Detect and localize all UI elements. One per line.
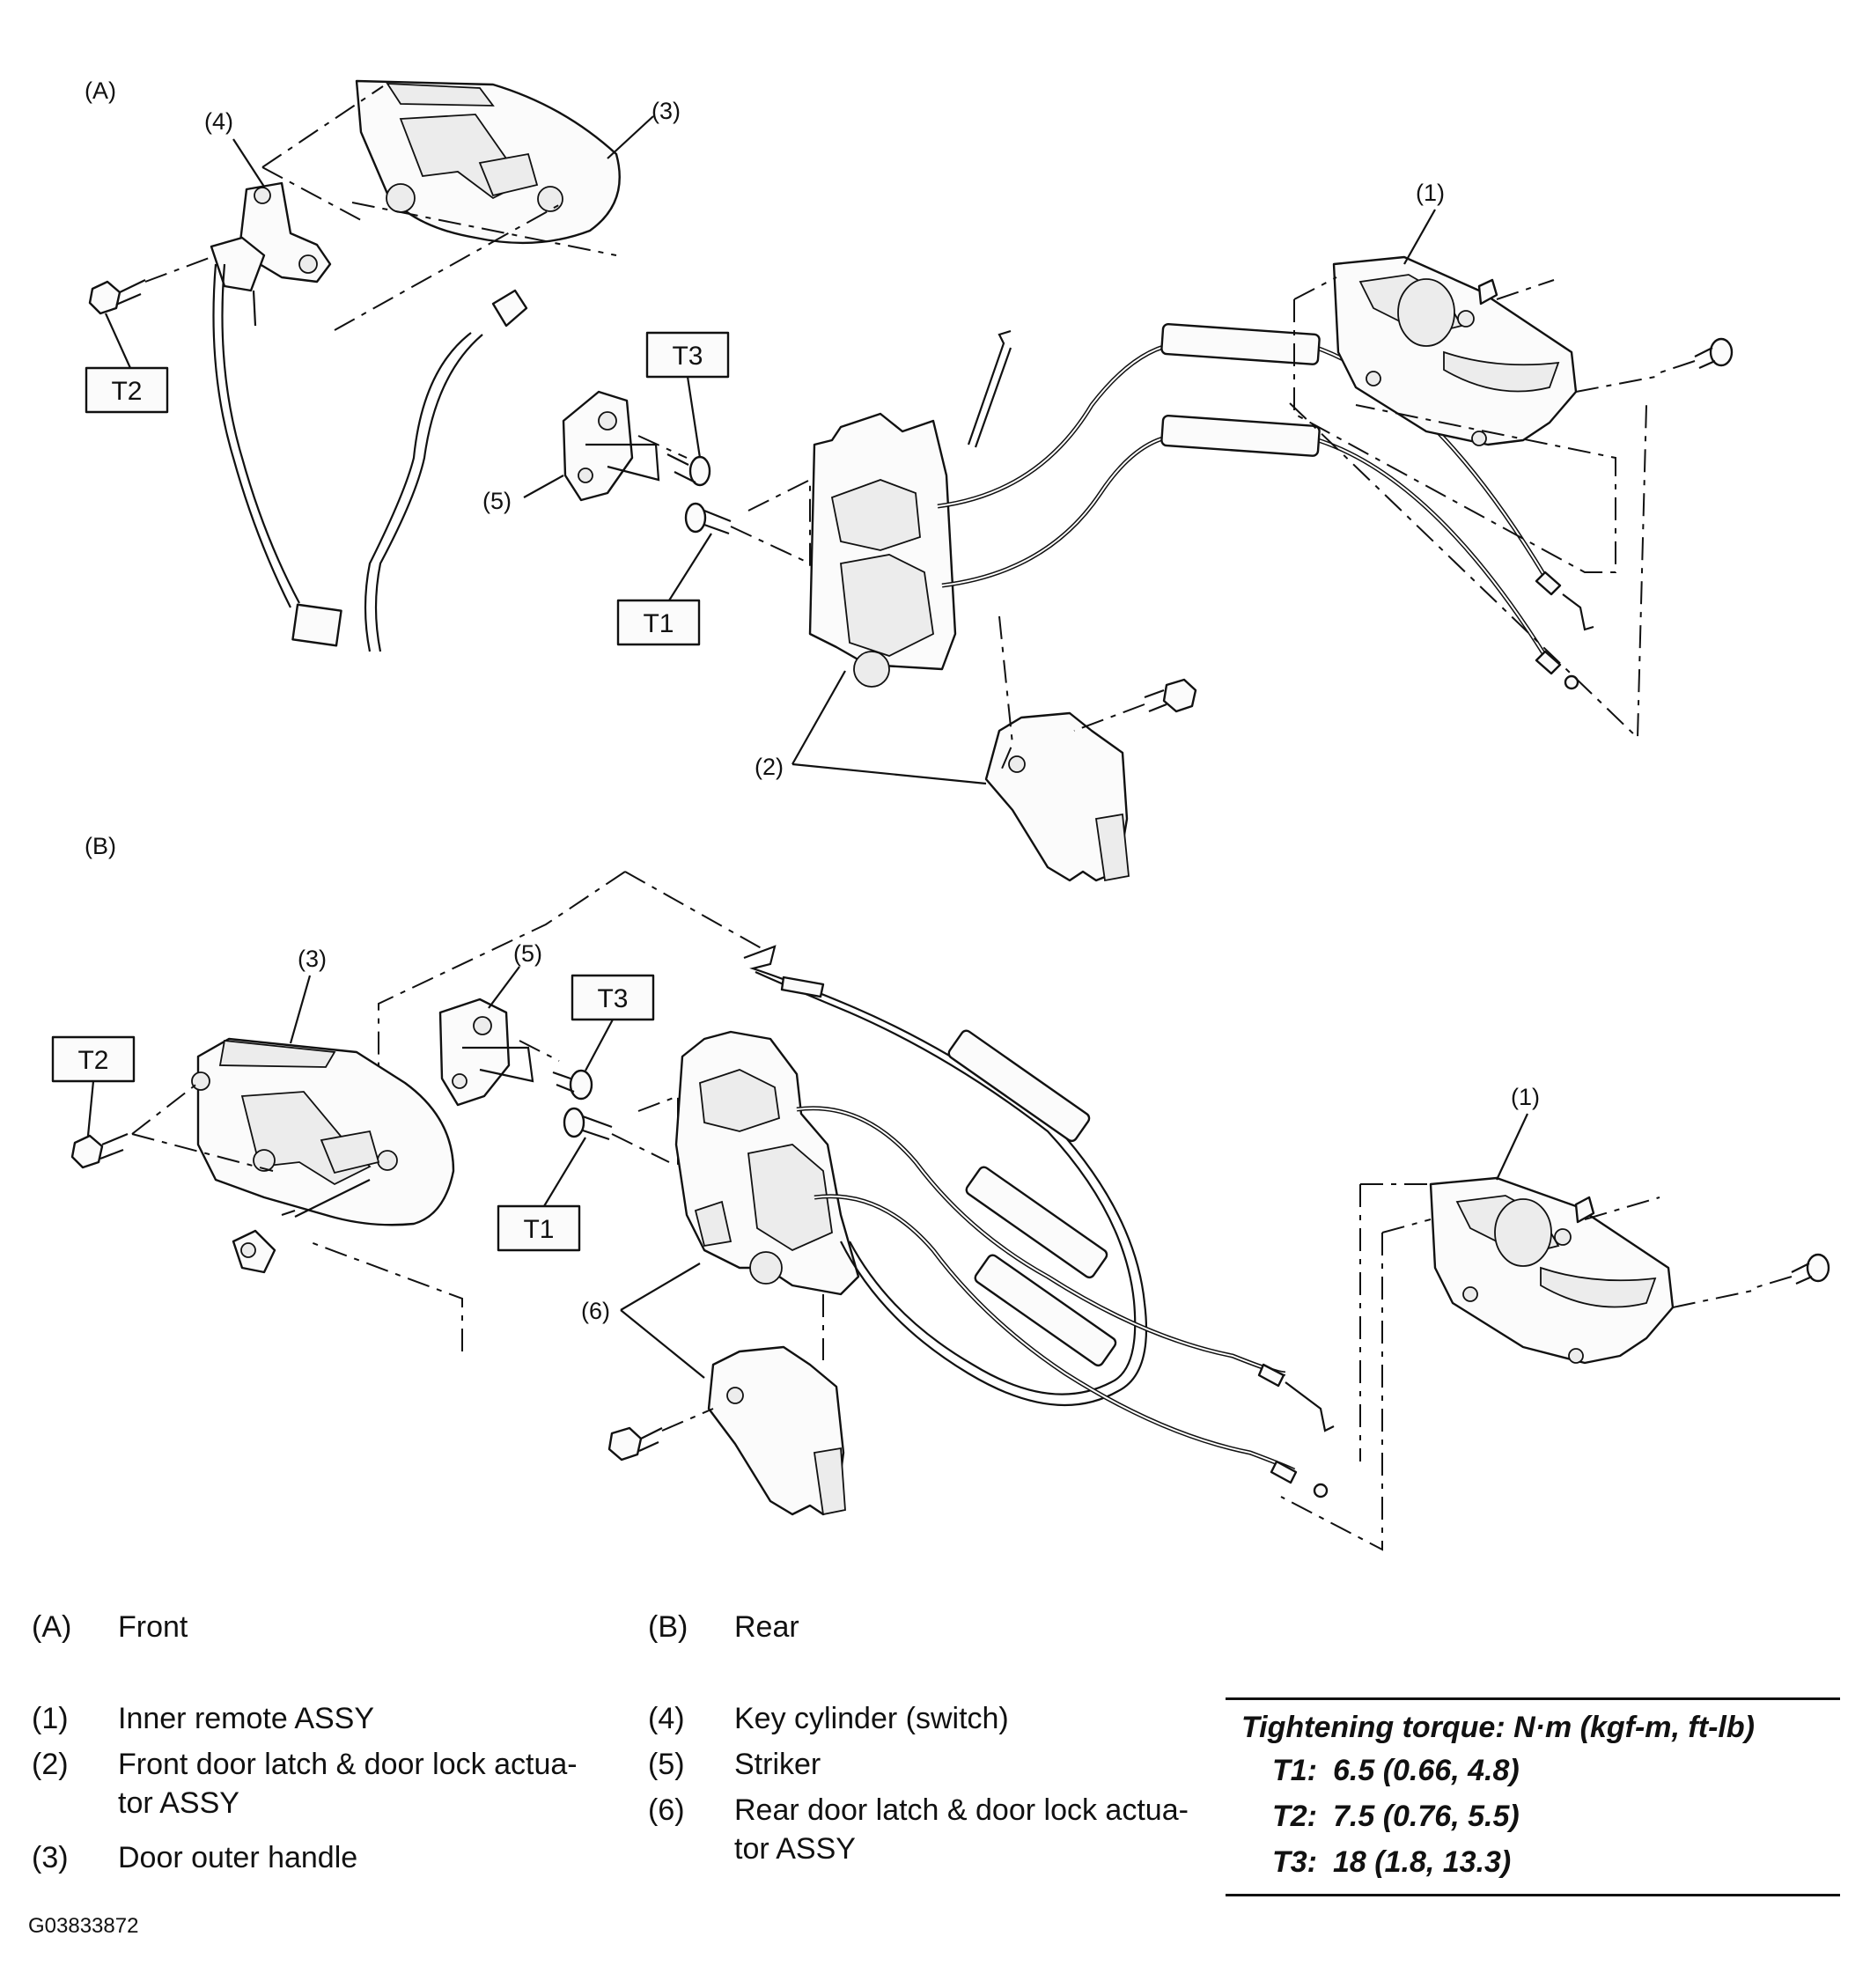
legend-key: (6) xyxy=(648,1793,685,1827)
screw-t3-rear xyxy=(552,1069,593,1101)
rear-door-latch xyxy=(674,1030,860,1296)
cable-sheath-upper-front xyxy=(1160,322,1321,365)
cable-sheath-lower-front xyxy=(1160,414,1321,457)
tag-t2-front-text: T2 xyxy=(111,377,142,406)
inner-remote-rear xyxy=(1429,1176,1675,1365)
tag-t3-front-text: T3 xyxy=(672,342,703,371)
torque-row-t2: T2: 7.5 (0.76, 5.5) xyxy=(1226,1793,1840,1839)
legend-label: Key cylinder (switch) xyxy=(734,1702,1009,1735)
torque-row-t3: T3: 18 (1.8, 13.3) xyxy=(1226,1839,1840,1885)
legend-key: (2) xyxy=(32,1748,69,1781)
callout-1-rear: (1) xyxy=(1511,1084,1540,1110)
bolt-t2-front xyxy=(88,279,146,315)
legend-key: (A) xyxy=(32,1610,72,1644)
exploded-parts-diagram: (A) T2 (4) (3) xyxy=(51,77,1830,1551)
legend-key: (3) xyxy=(32,1841,69,1874)
callout-2-front: (2) xyxy=(755,754,784,780)
tag-t3-rear-text: T3 xyxy=(597,984,628,1013)
legend-key: (B) xyxy=(648,1610,688,1644)
bolt-t2-rear xyxy=(70,1132,129,1169)
torque-value: 18 (1.8, 13.3) xyxy=(1333,1845,1512,1879)
legend-key: (4) xyxy=(648,1702,685,1735)
callout-6-rear: (6) xyxy=(581,1298,610,1324)
legend-label: Rear xyxy=(734,1610,799,1644)
callout-3-front: (3) xyxy=(652,98,681,124)
tag-t1-rear xyxy=(497,1204,581,1252)
tag-t3-front xyxy=(645,331,730,379)
front-door-lock-actuator xyxy=(984,711,1130,882)
section-a-label: (A) xyxy=(85,77,116,104)
legend-label: Striker xyxy=(734,1748,821,1781)
tag-t2-front xyxy=(85,366,169,414)
rear-door-lock-actuator xyxy=(707,1345,846,1516)
striker-front xyxy=(562,390,660,502)
figure-code: G03833872 xyxy=(28,1914,139,1938)
callout-1-front: (1) xyxy=(1416,180,1445,206)
parts-legend-left: (1) Inner remote ASSY (2) Front door lat… xyxy=(32,1699,613,1893)
outer-handle-front xyxy=(355,79,621,245)
callout-5-front: (5) xyxy=(482,488,512,514)
outer-handle-rear xyxy=(191,1037,455,1226)
parts-legend-right: (4) Key cylinder (switch) (5) Striker (6… xyxy=(648,1699,1211,1893)
torque-value: 7.5 (0.76, 5.5) xyxy=(1333,1800,1520,1833)
key-cylinder-front xyxy=(210,181,332,327)
legend-label: Rear door latch & door lock actua-tor AS… xyxy=(734,1793,1189,1866)
legend-label: Door outer handle xyxy=(118,1841,358,1874)
cable-sheath-b-rear xyxy=(965,1166,1108,1279)
bolt-actuator-rear xyxy=(607,1426,663,1462)
cable-sheath-a-rear xyxy=(947,1029,1091,1143)
tag-t1-rear-text: T1 xyxy=(523,1215,554,1244)
screw-inner-remote-front xyxy=(1694,337,1734,370)
screw-t3-front xyxy=(666,453,711,487)
tag-t1-front-text: T1 xyxy=(643,609,674,638)
torque-table: Tightening torque: N·m (kgf-m, ft-lb) T1… xyxy=(1226,1697,1840,1896)
inner-remote-front xyxy=(1332,255,1578,446)
legend-label: Front xyxy=(118,1610,188,1644)
torque-key: T3: xyxy=(1272,1845,1317,1879)
screw-t1-rear xyxy=(563,1107,613,1141)
section-legend: (A) Front (B) Rear xyxy=(32,1608,824,1652)
legend-key: (5) xyxy=(648,1748,685,1781)
torque-key: T2: xyxy=(1272,1800,1317,1833)
callout-4-front: (4) xyxy=(204,108,233,135)
section-b-label: (B) xyxy=(85,833,116,859)
torque-value: 6.5 (0.66, 4.8) xyxy=(1333,1754,1520,1787)
screw-t1-front xyxy=(684,502,732,535)
tag-t3-rear xyxy=(571,974,655,1021)
bolt-actuator-front xyxy=(1144,678,1197,713)
cable-sheath-c-rear xyxy=(974,1254,1117,1367)
striker-rear xyxy=(438,998,534,1107)
legend-label: Inner remote ASSY xyxy=(118,1702,375,1735)
torque-key: T1: xyxy=(1272,1754,1317,1787)
legend-label: Front door latch & door lock actua-tor A… xyxy=(118,1748,578,1820)
front-door-latch xyxy=(808,412,957,688)
screw-inner-remote-rear xyxy=(1791,1253,1830,1285)
tag-t2-rear xyxy=(51,1035,136,1083)
tag-t1-front xyxy=(616,599,701,646)
callout-3-rear: (3) xyxy=(298,946,327,972)
torque-row-t1: T1: 6.5 (0.66, 4.8) xyxy=(1226,1748,1840,1793)
legend-key: (1) xyxy=(32,1702,69,1735)
tag-t2-rear-text: T2 xyxy=(77,1046,108,1075)
torque-title: Tightening torque: N·m (kgf-m, ft-lb) xyxy=(1241,1711,1755,1744)
callout-5-rear: (5) xyxy=(513,940,542,967)
